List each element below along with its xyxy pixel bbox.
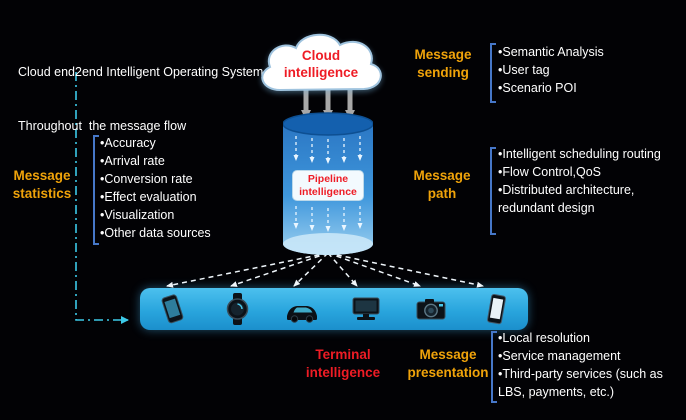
bracket-message-sending [490,43,496,103]
label-message-path: Message path [413,168,471,201]
pipeline-to-devices-arrows [166,252,484,288]
camera-icon [416,299,446,320]
title-line2: Throughout the message flow [18,119,187,133]
bullet-item: •Scenario POI [498,81,577,95]
computer-icon [352,297,380,320]
pipeline-intelligence-node: Pipeline intelligence [283,112,373,256]
label-terminal-intelligence: Terminal intelligence [305,347,381,380]
mobile-phone-icon [486,293,506,325]
cloud-intelligence-node: Cloud intelligence [250,26,392,108]
bullet-item: •Accuracy [100,136,156,150]
bullet-item: •Other data sources [100,226,211,240]
label-message-presentation: Message presentation [407,347,489,380]
label-message-statistics: Message statistics [12,168,72,201]
terminal-device-bar [140,288,528,330]
bracket-message-statistics [93,135,99,245]
label-message-sending: Message sending [414,47,472,80]
bullet-item: •Effect evaluation [100,190,197,204]
bullet-item: •Distributed architecture, redundant des… [498,183,635,215]
title-line1: Cloud end2end Intelligent Operating Syst… [18,65,264,79]
bracket-message-presentation [491,331,497,403]
smartphone-icon [161,294,184,324]
bullet-item: •Service management [498,349,621,363]
bracket-message-path [490,147,496,235]
list-message-path: •Intelligent scheduling routing •Flow Con… [498,145,684,217]
smartwatch-icon [226,293,249,325]
bullet-item: •Semantic Analysis [498,45,604,59]
car-icon [286,306,317,323]
cloud-intelligence-label: Cloud intelligence [283,48,359,80]
bullet-item: •Conversion rate [100,172,193,186]
bullet-item: •Local resolution [498,331,590,345]
bullet-item: •Flow Control,QoS [498,165,602,179]
list-message-statistics: •Accuracy •Arrival rate •Conversion rate •E… [100,134,252,242]
cloud-icon [261,33,382,92]
bullet-item: •Third-party services (such as LBS, paym… [498,367,663,399]
list-message-sending: •Semantic Analysis •User tag •Scenario POI [498,43,682,97]
bullet-item: •Visualization [100,208,175,222]
bullet-item: •Intelligent scheduling routing [498,147,661,161]
bullet-item: •User tag [498,63,550,77]
bullet-item: •Arrival rate [100,154,165,168]
pipeline-intelligence-label: Pipeline intelligence [292,170,364,201]
list-message-presentation: •Local resolution •Service management •Thi… [498,329,684,401]
